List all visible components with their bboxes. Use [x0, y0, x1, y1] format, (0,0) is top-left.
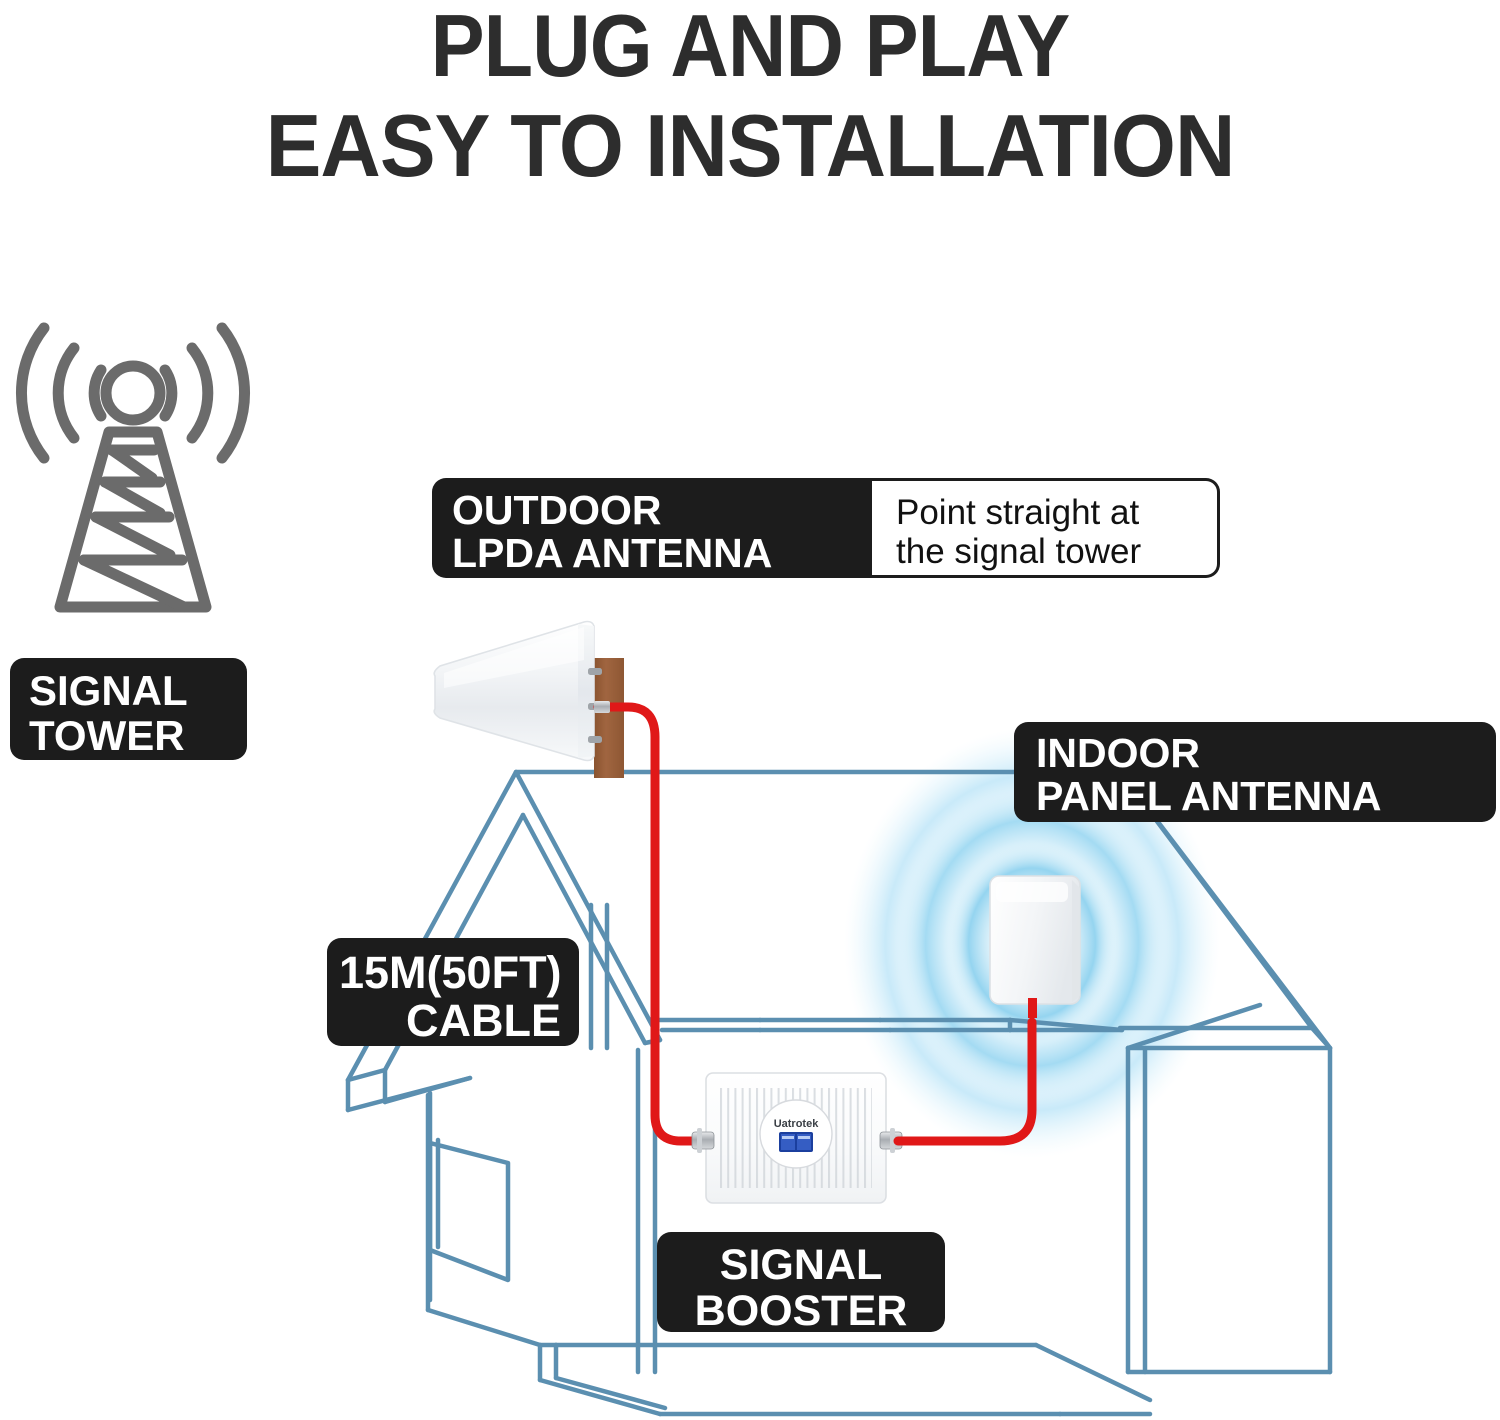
label-cable-length-line2: CABLE — [406, 994, 561, 1046]
signal-tower-icon — [16, 322, 250, 613]
label-signal-tower-line1: SIGNAL — [29, 667, 188, 714]
outdoor-lpda-antenna — [433, 620, 624, 778]
label-indoor-panel-antenna: INDOOR PANEL ANTENNA — [1014, 722, 1496, 822]
label-signal-booster-line1: SIGNAL — [719, 1241, 883, 1289]
indoor-panel-antenna — [989, 875, 1081, 1018]
label-indoor-panel-antenna-line2: PANEL ANTENNA — [1036, 773, 1382, 820]
label-outdoor-antenna-line1: OUTDOOR — [452, 487, 662, 533]
label-signal-tower: SIGNAL TOWER — [10, 658, 247, 760]
outdoor-cable — [593, 702, 705, 1146]
cable-connector-antenna — [594, 701, 610, 713]
booster-brand-text: Uatrotek — [774, 1118, 820, 1130]
title-line-2: EASY TO INSTALLATION — [265, 95, 1236, 195]
label-outdoor-antenna-line2: LPDA ANTENNA — [452, 530, 773, 577]
booster-port-left — [691, 1128, 715, 1153]
label-indoor-panel-antenna-line1: INDOOR — [1036, 730, 1200, 776]
page-title: PLUG AND PLAY EASY TO INSTALLATION — [0, 0, 1500, 195]
indoor-cable — [893, 1017, 1037, 1146]
title-line-1: PLUG AND PLAY — [430, 0, 1071, 95]
antenna-mount-pole — [594, 658, 624, 778]
label-signal-tower-line2: TOWER — [29, 711, 185, 759]
label-cable-length: 15M(50FT) CABLE — [327, 938, 579, 1046]
note-point-at-tower-line2: the signal tower — [896, 532, 1142, 572]
label-outdoor-antenna: OUTDOOR LPDA ANTENNA — [432, 478, 872, 578]
label-signal-booster-line2: BOOSTER — [694, 1286, 908, 1335]
signal-booster-device: Uatrotek — [691, 1072, 903, 1204]
label-signal-booster: SIGNAL BOOSTER — [657, 1232, 945, 1335]
label-cable-length-line1: 15M(50FT) — [339, 947, 562, 998]
note-point-at-tower: Point straight at the signal tower — [872, 478, 1220, 578]
note-point-at-tower-line1: Point straight at — [896, 493, 1140, 532]
